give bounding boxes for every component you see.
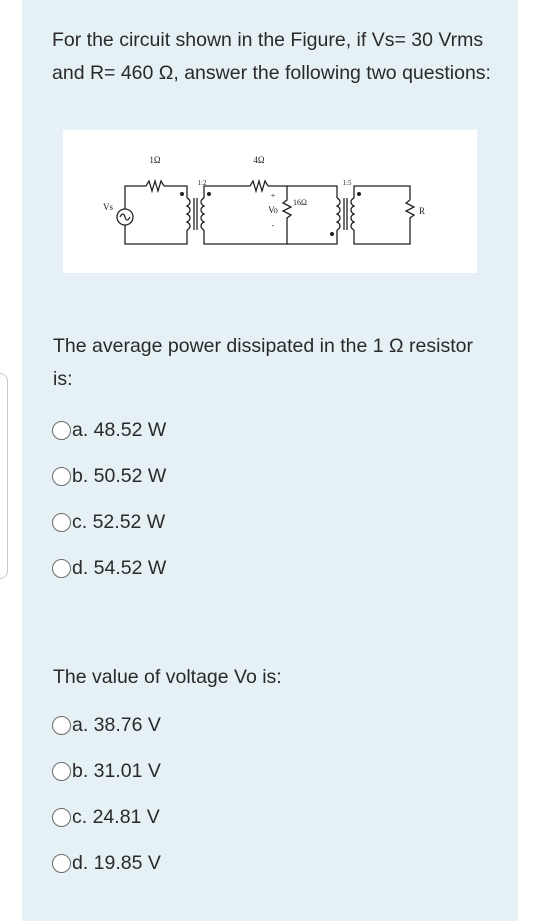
- radio-icon[interactable]: [52, 716, 71, 735]
- dot-t1-secondary: [207, 192, 211, 196]
- dot-t2-secondary: [357, 192, 361, 196]
- r2-label: 4Ω: [253, 155, 265, 165]
- intro-text: For the circuit shown in the Figure, if …: [52, 29, 491, 84]
- q2-option-b-label: b. 31.01 V: [72, 760, 161, 782]
- question-1-text: The average power dissipated in the 1 Ω …: [53, 335, 473, 390]
- q2-option-d-label: d. 19.85 V: [72, 852, 161, 874]
- q2-option-c[interactable]: c. 24.81 V: [52, 806, 160, 829]
- resistor-1: [145, 178, 165, 194]
- radio-icon[interactable]: [52, 421, 71, 440]
- r16-label: 16Ω: [293, 198, 307, 207]
- r1-label: 1Ω: [149, 155, 161, 165]
- circuit-figure: 1Ω 4Ω 1:2 1:5 Vs + Vo - 16Ω R: [63, 130, 477, 273]
- t2-ratio: 1:5: [343, 179, 352, 187]
- radio-icon[interactable]: [52, 559, 71, 578]
- vo-label: Vo: [268, 205, 278, 215]
- radio-icon[interactable]: [52, 854, 71, 873]
- side-panel-edge: [0, 373, 8, 579]
- vo-minus: -: [272, 221, 275, 230]
- q1-option-b-label: b. 50.52 W: [72, 465, 167, 487]
- dot-t1-primary: [180, 192, 184, 196]
- vo-plus: +: [271, 191, 276, 200]
- radio-icon[interactable]: [52, 762, 71, 781]
- q2-option-a-label: a. 38.76 V: [72, 714, 161, 736]
- q2-option-d[interactable]: d. 19.85 V: [52, 852, 161, 875]
- q1-option-d-label: d. 54.52 W: [72, 557, 167, 579]
- vs-label: Vs: [103, 202, 113, 212]
- q1-option-a-label: a. 48.52 W: [72, 419, 167, 441]
- q1-option-b[interactable]: b. 50.52 W: [52, 465, 166, 488]
- t1-ratio: 1:2: [198, 179, 207, 187]
- resistor-load: [404, 199, 416, 222]
- q1-option-d[interactable]: d. 54.52 W: [52, 557, 166, 580]
- q1-option-c[interactable]: c. 52.52 W: [52, 511, 165, 534]
- q2-option-c-label: c. 24.81 V: [72, 806, 160, 828]
- question-2-text: The value of voltage Vo is:: [53, 666, 282, 688]
- resistor-4: [249, 178, 269, 194]
- q2-option-b[interactable]: b. 31.01 V: [52, 760, 161, 783]
- resistor-16: [281, 198, 293, 230]
- circuit-diagram: 1Ω 4Ω 1:2 1:5 Vs + Vo - 16Ω R: [103, 155, 425, 245]
- radio-icon[interactable]: [52, 513, 71, 532]
- radio-icon[interactable]: [52, 467, 71, 486]
- q1-option-c-label: c. 52.52 W: [72, 511, 166, 533]
- radio-icon[interactable]: [52, 808, 71, 827]
- dot-t2-primary: [330, 232, 334, 236]
- q1-option-a[interactable]: a. 48.52 W: [52, 419, 166, 442]
- r-label: R: [419, 206, 425, 216]
- q2-option-a[interactable]: a. 38.76 V: [52, 714, 161, 737]
